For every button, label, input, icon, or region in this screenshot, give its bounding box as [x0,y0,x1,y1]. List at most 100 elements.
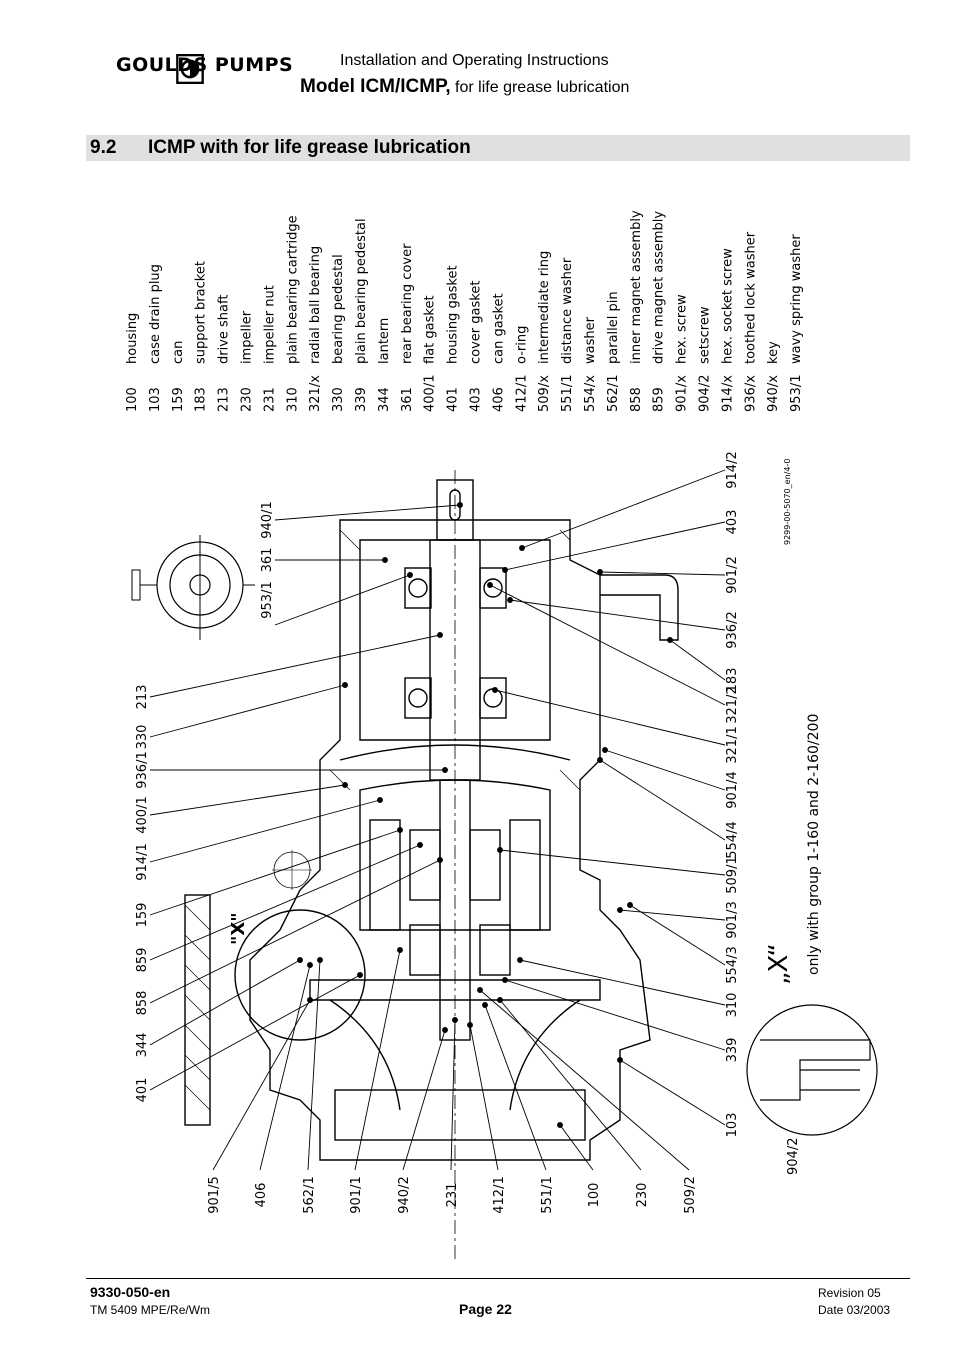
leader-dot [442,1027,448,1033]
leader-line [504,521,726,571]
leader-dot [342,782,348,788]
part-number: 100 [125,387,140,412]
leader-line [479,989,690,1171]
callout-label: 940/1 [260,501,275,538]
leader-dot [597,757,603,763]
part-name: hex. screw [675,294,690,364]
callout-label: 406 [254,1183,269,1208]
part-number: 230 [240,387,255,412]
leader-dot [417,842,423,848]
callout-label: 321/2 [725,686,740,723]
part-number: 330 [331,387,346,412]
leader-line [149,959,301,1046]
callout-label: 554/4 [725,821,740,858]
leader-line [521,469,726,549]
part-number: 403 [469,387,484,412]
part-name: rear bearing cover [400,243,415,364]
leader-line [149,829,401,916]
callout-label: 230 [635,1183,650,1208]
leader-line [307,959,321,1171]
part-name: housing [125,313,140,364]
callout-label: 159 [135,903,150,928]
part-name: can gasket [491,293,506,364]
part-name: can [171,341,186,364]
leader-dot [507,597,513,603]
leader-line [499,999,642,1171]
leader-dot [487,582,493,588]
callout-label: 330 [135,725,150,750]
leader-line [149,859,441,1004]
part-name: intermediate ring [537,251,552,364]
drawing-number: 9299-00-5070_en/4-0 [783,459,792,545]
brand-name: GOULDS PUMPS [116,54,294,76]
part-name: plain bearing cartridge [285,215,300,364]
callout-label: 914/1 [135,843,150,880]
callout-label: 901/2 [725,556,740,593]
callout-label: 901/5 [207,1176,222,1213]
part-name: wavy spring washer [789,234,804,364]
detail-note: only with group 1-160 and 2-160/200 [806,714,822,975]
leader-line [402,1029,446,1171]
leader-line [259,964,311,1171]
part-name: key [766,341,781,364]
leader-line [599,759,726,841]
leader-dot [482,1002,488,1008]
part-name: parallel pin [606,291,621,364]
part-name: drive shaft [217,295,232,364]
leader-line [212,999,311,1171]
callout-label: 859 [135,948,150,973]
callout-label: 953/1 [260,581,275,618]
section-number: 9.2 [90,137,117,158]
callout-label: 509/2 [683,1176,698,1213]
leader-line [494,689,726,746]
part-name: inner magnet assembly [629,210,644,364]
leader-line [149,974,361,1091]
callout-label: 400/1 [135,796,150,833]
header-title: Installation and Operating Instructions [340,52,609,69]
callout-lines [149,469,726,1171]
part-number: 361 [400,387,415,412]
leader-dot [557,1122,563,1128]
leader-line [504,979,726,1051]
part-name: support bracket [194,261,209,364]
callout-label: 183 [725,668,740,693]
model-suffix: for life grease lubrication [450,79,630,96]
leader-line [274,574,411,626]
leader-dot [307,997,313,1003]
leader-line [450,1019,456,1171]
leader-dot [602,747,608,753]
part-name: hex. socket screw [720,248,735,364]
leader-dot [492,687,498,693]
callout-label: 562/1 [302,1176,317,1213]
leader-dot [297,957,303,963]
leader-dot [317,957,323,963]
leader-dot [627,902,633,908]
leader-line [499,849,726,876]
part-name: housing gasket [446,265,461,364]
leader-line [619,1059,726,1126]
part-number: 904/2 [698,375,713,412]
callout-label: 901/1 [349,1176,364,1213]
part-name: o-ring [514,326,529,364]
leader-line [629,904,726,966]
part-name: setscrew [698,306,713,364]
part-number: 953/1 [789,375,804,412]
leader-dot [437,632,443,638]
callout-label: 401 [135,1078,150,1103]
part-name: flat gasket [423,295,438,364]
leader-line [354,949,401,1171]
part-number: 400/1 [423,375,438,412]
callout-label: 321/1 [725,726,740,763]
detail-callout: 904/2 [786,1138,801,1175]
leader-dot [342,682,348,688]
detail-x-enlarged [746,1004,878,1136]
callout-label: 914/2 [725,451,740,488]
callout-label: 103 [725,1113,740,1138]
leader-line [149,784,346,816]
callout-label: 858 [135,991,150,1016]
leader-dot [497,847,503,853]
leader-dot [377,797,383,803]
part-name: plain bearing pedestal [354,218,369,364]
